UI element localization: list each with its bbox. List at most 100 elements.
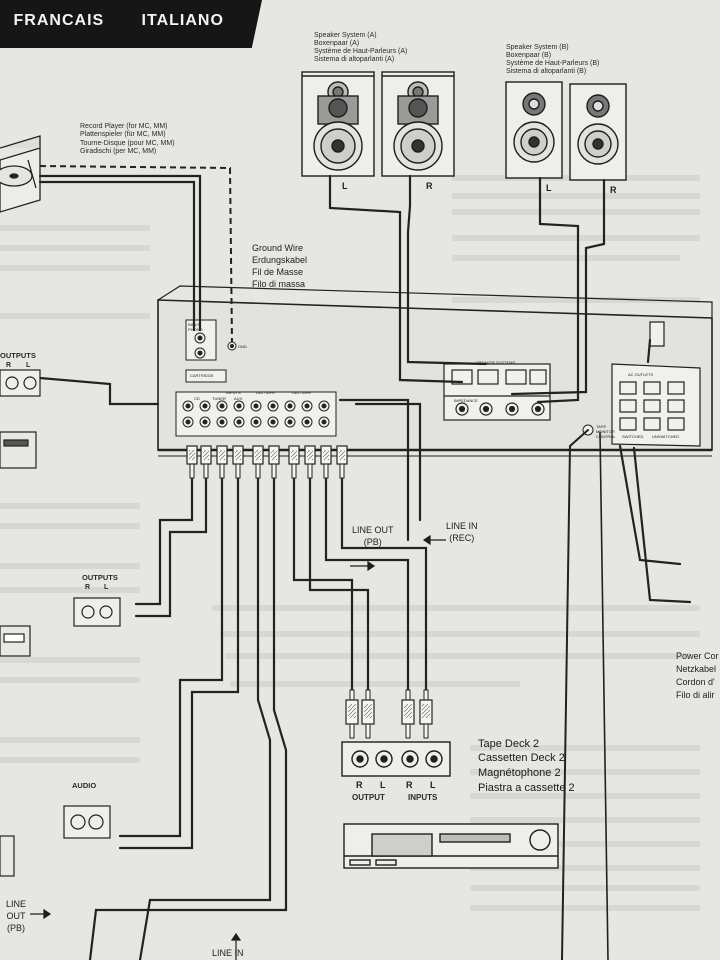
rca-jack-center xyxy=(185,419,191,425)
left-device-3 xyxy=(0,835,15,877)
record-player-label-it: Giradischi (per MC, MM) xyxy=(80,148,157,155)
speaker-a-label-en: Speaker System (A) xyxy=(314,32,377,39)
tape-inputs-label: INPUTS xyxy=(408,793,438,802)
speaker-a-left xyxy=(301,71,375,177)
rca-plug-grip xyxy=(339,450,345,460)
rca-plug-tail xyxy=(365,689,371,701)
left-device-1 xyxy=(0,431,37,469)
speaker-a-label-fr: Système de Haut-Parleurs (A) xyxy=(314,48,408,55)
speaker-a-left-mark: L xyxy=(342,181,348,191)
power-cord-label-fr: Cordon d' xyxy=(676,677,715,687)
panel-gnd-label: GND xyxy=(238,344,247,349)
rca-jack-center xyxy=(270,419,276,425)
input-jacks-row xyxy=(175,391,337,437)
speaker-a-label-de: Boxenpaar (A) xyxy=(314,40,360,47)
rca-jack-center xyxy=(219,419,225,425)
speaker-b-right xyxy=(569,83,627,181)
panel-input-phono-label: INPUT PHONO xyxy=(188,322,203,332)
panel-ac-outlets-label: AC OUTLETS xyxy=(628,372,654,377)
rca-jack-center xyxy=(185,403,191,409)
panel-dat-tape-2-label: DAT/TAPE xyxy=(292,390,311,395)
panel-dat-tape-1-label: DAT/TAPE xyxy=(256,390,275,395)
speaker-b-label-de: Boxenpaar (B) xyxy=(506,52,552,59)
audio-label: AUDIO xyxy=(72,781,97,790)
rca-plug-grip xyxy=(271,450,277,460)
rca-plug-pin xyxy=(405,723,411,739)
speaker-a-right-mark: R xyxy=(426,181,433,191)
rca-jack-center xyxy=(236,419,242,425)
tape-deck-label-en: Tape Deck 2 xyxy=(478,738,540,750)
panel-impedance-label: IMPEDANCE xyxy=(454,398,478,403)
rca-plug-tail xyxy=(271,463,277,479)
rca-plugs-tape-deck xyxy=(345,689,433,739)
lang-label-french: FRANCAIS xyxy=(13,12,105,29)
outputs-mid-l: L xyxy=(104,584,109,591)
rca-plug-grip xyxy=(404,704,412,718)
rca-jack-center xyxy=(321,419,327,425)
rca-plug-grip xyxy=(219,450,225,460)
outputs-top-box xyxy=(0,369,41,397)
tape-jack-label-1: R xyxy=(356,780,363,790)
direction-arrows xyxy=(30,534,446,960)
wires xyxy=(38,174,692,960)
power-cord-label-de: Netzkabel xyxy=(676,664,717,674)
rca-plug-tail xyxy=(189,463,195,479)
panel-cd-label: CD xyxy=(194,396,200,401)
outputs-top-r: R xyxy=(6,362,12,369)
audio-box xyxy=(63,805,111,839)
left-device-2 xyxy=(0,625,31,657)
rca-plug-tail xyxy=(423,689,429,701)
record-player-label-en: Record Player (for MC, MM) xyxy=(80,123,168,130)
panel-aux-label: AUX xyxy=(234,396,243,401)
rca-plug-tail xyxy=(255,463,261,479)
ground-wire-line xyxy=(39,165,233,343)
rca-plug-tail xyxy=(349,689,355,701)
speaker-b-right-mark: R xyxy=(610,185,617,195)
rca-plug-grip xyxy=(255,450,261,460)
ac-outlets-block xyxy=(611,321,701,447)
rca-plug-grip xyxy=(189,450,195,460)
rca-jack-center xyxy=(219,403,225,409)
ground-wire-label-it: Filo di massa xyxy=(252,279,306,289)
rca-plug-grip xyxy=(203,450,209,460)
rca-jack-center xyxy=(202,419,208,425)
line-in-rec-label: LINE IN (REC) xyxy=(446,521,478,543)
tape-deck-label-it: Piastra a cassette 2 xyxy=(478,782,575,794)
speaker-b-label-en: Speaker System (B) xyxy=(506,44,569,51)
speaker-b-label-fr: Système de Haut-Parleurs (B) xyxy=(506,60,600,67)
speaker-terminals-block xyxy=(443,363,551,421)
speaker-b-label-it: Sistema di altoparlanti (B) xyxy=(506,68,587,75)
outputs-mid-label: OUTPUTS xyxy=(82,573,118,582)
rca-plug-pin xyxy=(423,723,429,739)
rca-plug-grip xyxy=(307,450,313,460)
rca-plug-grip xyxy=(348,704,356,718)
ground-wire-label-de: Erdungskabel xyxy=(252,255,308,265)
rca-plug-tail xyxy=(323,463,329,479)
record-player-label-fr: Tourne-Disque (pour MC, MM) xyxy=(80,140,175,147)
outputs-mid-r: R xyxy=(85,584,91,591)
power-cord-label-it: Filo di alir xyxy=(676,690,715,700)
tape-jack-label-3: R xyxy=(406,780,413,790)
speaker-a-label-it: Sistema di altoparlanti (A) xyxy=(314,56,395,63)
rca-plug-pin xyxy=(365,723,371,739)
tape-deck-jacks-box xyxy=(341,741,451,777)
tape-jack-label-2: L xyxy=(380,780,386,790)
background-text-lines xyxy=(0,175,700,911)
rca-plug-grip xyxy=(364,704,372,718)
rca-jack-center xyxy=(304,419,310,425)
tape-deck-label-fr: Magnétophone 2 xyxy=(478,767,561,779)
rca-plug-tail xyxy=(307,463,313,479)
rca-jack-center xyxy=(287,403,293,409)
bottom-line-in-label: LINE IN xyxy=(212,948,244,958)
panel-tuner-label: TUNER xyxy=(212,396,226,401)
panel-tape-monitor-label: TAPE MONITOR CONTROL xyxy=(596,424,616,439)
rca-jack-center xyxy=(202,403,208,409)
line-out-pb-label: LINE OUT (PB) xyxy=(352,525,394,547)
language-tab: FRANCAIS ITALIANO xyxy=(0,0,263,48)
panel-switched-label: SWITCHED xyxy=(622,434,644,439)
rca-plug-tail xyxy=(219,463,225,479)
rca-plug-tail xyxy=(405,689,411,701)
outputs-top-label: OUTPUTS xyxy=(0,351,36,360)
